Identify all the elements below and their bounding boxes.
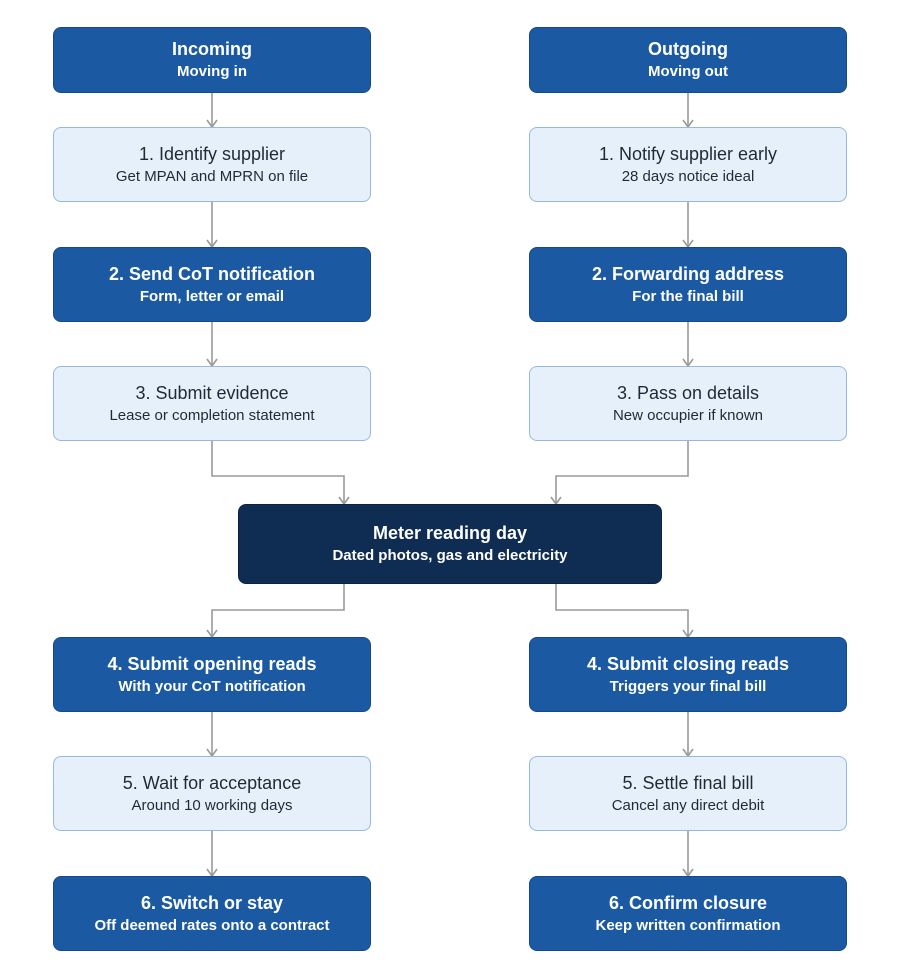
incoming-step-4: 4. Submit opening reads With your CoT no…: [53, 637, 371, 712]
outgoing-step-2-title: 2. Forwarding address: [591, 263, 785, 284]
connector-line-13: [211, 584, 345, 637]
outgoing-step-5: 5. Settle final bill Cancel any direct d…: [529, 756, 847, 831]
incoming-step-3-subtitle: Lease or completion statement: [109, 406, 315, 424]
outgoing-step-1: 1. Notify supplier early 28 days notice …: [529, 127, 847, 202]
incoming-header: Incoming Moving in: [53, 27, 371, 93]
incoming-step-3-title: 3. Submit evidence: [135, 382, 289, 403]
incoming-step-5-subtitle: Around 10 working days: [131, 796, 293, 814]
meter-reading-day-title: Meter reading day: [372, 523, 528, 543]
outgoing-step-6: 6. Confirm closure Keep written confirma…: [529, 876, 847, 951]
outgoing-step-3: 3. Pass on details New occupier if known: [529, 366, 847, 441]
incoming-step-5: 5. Wait for acceptance Around 10 working…: [53, 756, 371, 831]
incoming-step-3: 3. Submit evidence Lease or completion s…: [53, 366, 371, 441]
connector-line-12: [555, 441, 689, 504]
incoming-step-4-subtitle: With your CoT notification: [118, 677, 306, 695]
incoming-step-1: 1. Identify supplier Get MPAN and MPRN o…: [53, 127, 371, 202]
incoming-header-title: Incoming: [172, 39, 252, 59]
outgoing-header: Outgoing Moving out: [529, 27, 847, 93]
outgoing-step-3-subtitle: New occupier if known: [612, 406, 764, 424]
outgoing-step-5-title: 5. Settle final bill: [622, 772, 754, 793]
outgoing-step-4-subtitle: Triggers your final bill: [609, 677, 767, 695]
outgoing-step-6-title: 6. Confirm closure: [608, 892, 768, 913]
outgoing-header-subtitle: Moving out: [648, 63, 728, 80]
outgoing-step-1-subtitle: 28 days notice ideal: [621, 167, 755, 185]
outgoing-step-3-title: 3. Pass on details: [616, 382, 760, 403]
connector-line-14: [555, 584, 689, 637]
meter-reading-day-subtitle: Dated photos, gas and electricity: [332, 547, 568, 564]
incoming-step-1-subtitle: Get MPAN and MPRN on file: [115, 167, 309, 185]
meter-reading-day-node: Meter reading day Dated photos, gas and …: [238, 504, 662, 584]
connector-line-11: [211, 441, 345, 504]
incoming-step-1-title: 1. Identify supplier: [138, 143, 286, 164]
incoming-step-6: 6. Switch or stay Off deemed rates onto …: [53, 876, 371, 951]
outgoing-header-title: Outgoing: [648, 39, 728, 59]
incoming-step-2-subtitle: Form, letter or email: [139, 287, 285, 305]
outgoing-step-6-subtitle: Keep written confirmation: [595, 916, 781, 934]
incoming-header-subtitle: Moving in: [177, 63, 247, 80]
outgoing-step-2-subtitle: For the final bill: [632, 287, 744, 305]
incoming-step-6-subtitle: Off deemed rates onto a contract: [94, 916, 330, 934]
incoming-step-5-title: 5. Wait for acceptance: [122, 772, 302, 793]
incoming-step-6-title: 6. Switch or stay: [140, 892, 284, 913]
outgoing-step-4: 4. Submit closing reads Triggers your fi…: [529, 637, 847, 712]
incoming-step-4-title: 4. Submit opening reads: [107, 653, 317, 674]
outgoing-step-2: 2. Forwarding address For the final bill: [529, 247, 847, 322]
outgoing-step-5-subtitle: Cancel any direct debit: [611, 796, 765, 814]
incoming-step-2: 2. Send CoT notification Form, letter or…: [53, 247, 371, 322]
outgoing-step-1-title: 1. Notify supplier early: [598, 143, 778, 164]
incoming-step-2-title: 2. Send CoT notification: [109, 263, 315, 284]
outgoing-step-4-title: 4. Submit closing reads: [586, 653, 790, 674]
